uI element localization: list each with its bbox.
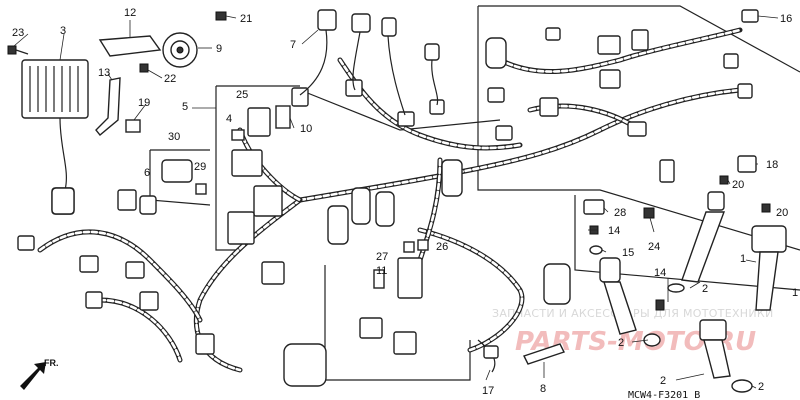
ignition-coil-lower-2 <box>699 319 731 379</box>
callout-20: 20 <box>732 179 744 191</box>
bolt-20 <box>719 175 729 185</box>
callout-16: 16 <box>780 13 792 25</box>
callout-4: 4 <box>226 113 232 125</box>
box-5-bracket <box>215 86 240 251</box>
callout-14-lower: 14 <box>654 267 666 279</box>
callout-22: 22 <box>164 73 176 85</box>
connector-30 <box>161 159 193 183</box>
callout-24: 24 <box>648 241 660 253</box>
callout-labels: 23 3 12 21 9 22 13 19 7 16 5 25 4 10 30 … <box>12 7 798 397</box>
center-coils <box>327 159 463 245</box>
callout-6: 6 <box>144 167 150 179</box>
front-direction-arrow <box>20 362 46 390</box>
harness-left-branch <box>37 229 203 323</box>
callout-8: 8 <box>540 383 546 395</box>
ignition-coil-lower-1 <box>599 257 637 335</box>
clip-4 <box>231 129 245 141</box>
clip-18 <box>737 155 757 173</box>
bracket-13 <box>95 77 121 136</box>
bolt-24 <box>643 207 655 219</box>
frame-box-connectors <box>485 9 759 183</box>
callout-5: 5 <box>182 101 188 113</box>
callout-23: 23 <box>12 27 24 39</box>
fuse-26 <box>417 239 429 251</box>
sub-harness-7 <box>291 9 445 127</box>
ignition-coil-1b <box>751 225 787 311</box>
callout-21: 21 <box>240 13 252 25</box>
callout-19: 19 <box>138 97 150 109</box>
coil-box-outline <box>574 195 800 291</box>
box-7-lower <box>299 89 501 131</box>
fuse-11 <box>373 269 385 289</box>
callout-29: 29 <box>194 161 206 173</box>
callout-25: 25 <box>236 89 248 101</box>
callout-1-upper: 1 <box>740 253 746 265</box>
callout-10: 10 <box>300 123 312 135</box>
seal-2a <box>667 283 685 293</box>
callout-28: 28 <box>614 207 626 219</box>
watermark-text: ЗАПЧАСТИ И АКСЕССУАРЫ ДЛЯ МОТОТЕХНИКИ <box>492 307 774 320</box>
capacitor-right <box>543 263 571 305</box>
frame-box-outline <box>478 5 800 73</box>
sensor-17 <box>477 339 499 373</box>
sub-harness-7-wires <box>299 29 439 116</box>
screw-14b <box>655 299 665 311</box>
regulator-rectifier <box>21 59 89 119</box>
band-8 <box>523 343 565 365</box>
box-11-outline <box>324 265 471 381</box>
left-harness-connectors <box>17 189 215 355</box>
callout-2-upper: 2 <box>702 283 708 295</box>
callout-15: 15 <box>622 247 634 259</box>
callout-2-bottom: 2 <box>660 375 666 387</box>
callout-26: 26 <box>436 241 448 253</box>
callout-13: 13 <box>98 67 110 79</box>
callout-30: 30 <box>168 131 180 143</box>
callout-11: 11 <box>376 265 387 277</box>
callout-20-right: 20 <box>776 207 788 219</box>
callout-1-lower: 1 <box>792 287 798 299</box>
callout-12: 12 <box>124 7 136 19</box>
clamp-6 <box>139 195 157 215</box>
callout-3: 3 <box>60 25 66 37</box>
diagram-code: MCW4-F3201 B <box>628 390 700 400</box>
connector-box11-a <box>359 317 383 339</box>
bottom-cylinder <box>283 343 327 387</box>
callout-17: 17 <box>482 385 494 397</box>
relay-box-11 <box>397 257 423 299</box>
ignition-coil-1a <box>681 191 726 283</box>
grommet-15 <box>589 245 603 255</box>
capacitor-left <box>51 187 75 215</box>
connector-box11-b <box>393 331 417 355</box>
callout-9: 9 <box>216 43 222 55</box>
callout-18: 18 <box>766 159 778 171</box>
front-direction-label: FR. <box>44 358 59 368</box>
callout-2-lower: 2 <box>758 381 764 393</box>
bolt-22 <box>139 63 149 73</box>
bolt-20b <box>761 203 771 213</box>
bolt-21 <box>215 11 227 21</box>
callout-2-middle: 2 <box>618 337 624 349</box>
callout-7: 7 <box>290 39 296 51</box>
connector-block-5 <box>227 149 285 285</box>
callout-14-upper: 14 <box>608 225 620 237</box>
cap-29 <box>195 183 207 195</box>
cover-10 <box>275 105 291 129</box>
seal-2c <box>731 379 753 393</box>
relay-25 <box>247 107 271 137</box>
seal-2b <box>643 333 661 347</box>
callout-27: 27 <box>376 251 388 263</box>
frame-box-left <box>477 6 800 251</box>
horn <box>162 32 198 68</box>
clip-28 <box>583 199 605 215</box>
bolt-23 <box>7 45 29 55</box>
clip-19 <box>125 119 141 133</box>
regulator-cable <box>59 117 67 191</box>
fuse-27 <box>403 241 415 253</box>
bracket-12 <box>98 35 162 57</box>
